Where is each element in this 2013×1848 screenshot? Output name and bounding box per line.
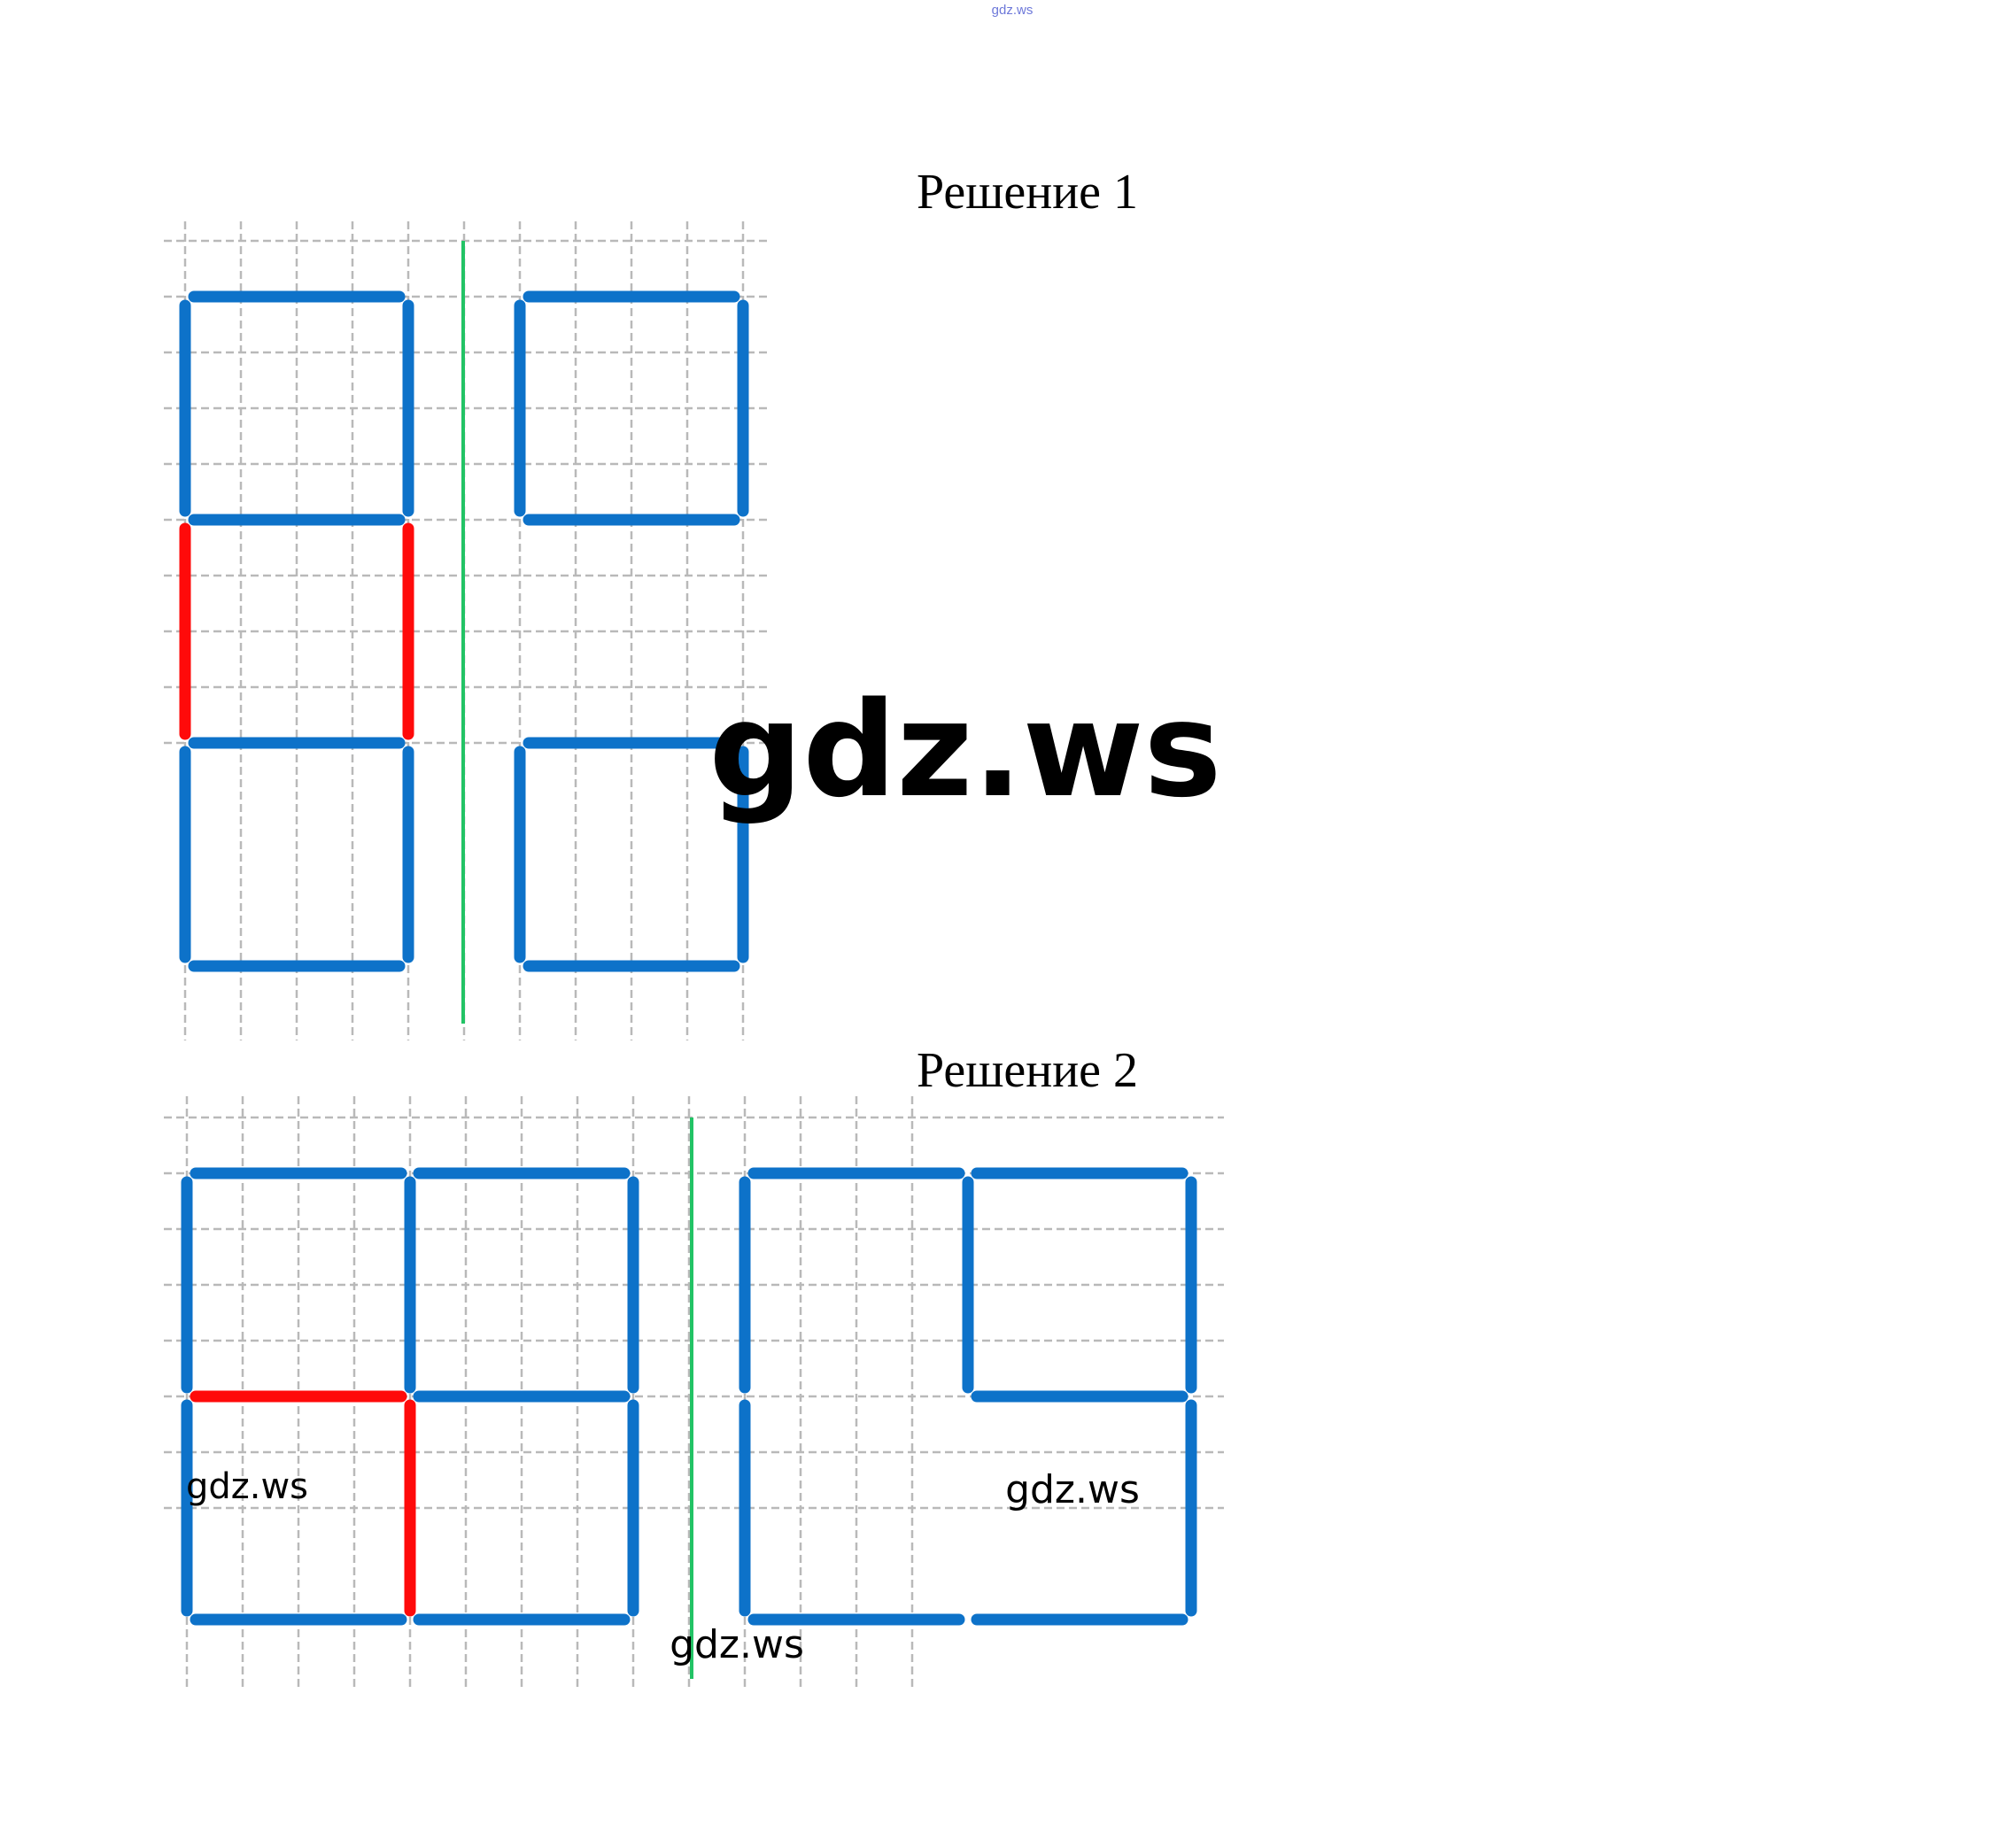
watermark-right: gdz.ws <box>1005 1467 1140 1512</box>
solution-1-grid <box>164 221 770 1040</box>
top-watermark: gdz.ws <box>992 3 1034 18</box>
solution-2-title: Решение 2 <box>917 1043 1138 1098</box>
watermark-left: gdz.ws <box>186 1466 308 1507</box>
solution-1-title: Решение 1 <box>917 165 1138 220</box>
solution-1-sticks <box>179 290 749 972</box>
solution-2-sticks <box>181 1167 1197 1626</box>
watermark-bottom: gdz.ws <box>670 1622 804 1667</box>
big-watermark: gdz.ws <box>708 674 1221 826</box>
